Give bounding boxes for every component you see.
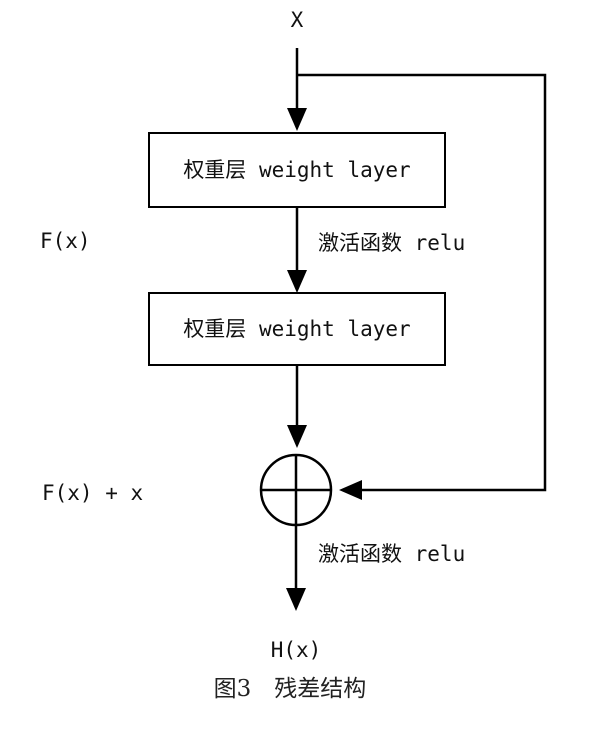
identity-shortcut-line <box>297 73 547 492</box>
input-label: X <box>291 8 304 32</box>
weight-layer-1-label: 权重层 weight layer <box>183 158 410 182</box>
weight-layer-1-box <box>148 132 446 208</box>
relu-1-arrowhead <box>287 270 307 293</box>
addition-node <box>259 453 333 527</box>
weight-layer-2-label: 权重层 weight layer <box>183 317 410 341</box>
figure-caption: 图3 残差结构 <box>214 676 367 702</box>
residual-function-label: F(x) <box>40 229 91 253</box>
activation-2-label: 激活函数 relu <box>318 542 465 566</box>
output-label: H(x) <box>271 638 322 662</box>
input-arrowhead <box>287 108 307 131</box>
shortcut-arrowhead <box>339 480 362 500</box>
sum-label: F(x) + x <box>42 481 143 505</box>
output-arrowhead <box>286 588 306 611</box>
activation-1-label: 激活函数 relu <box>318 231 465 255</box>
sum-input-arrowhead <box>287 425 307 448</box>
weight-layer-2-box <box>148 292 446 366</box>
